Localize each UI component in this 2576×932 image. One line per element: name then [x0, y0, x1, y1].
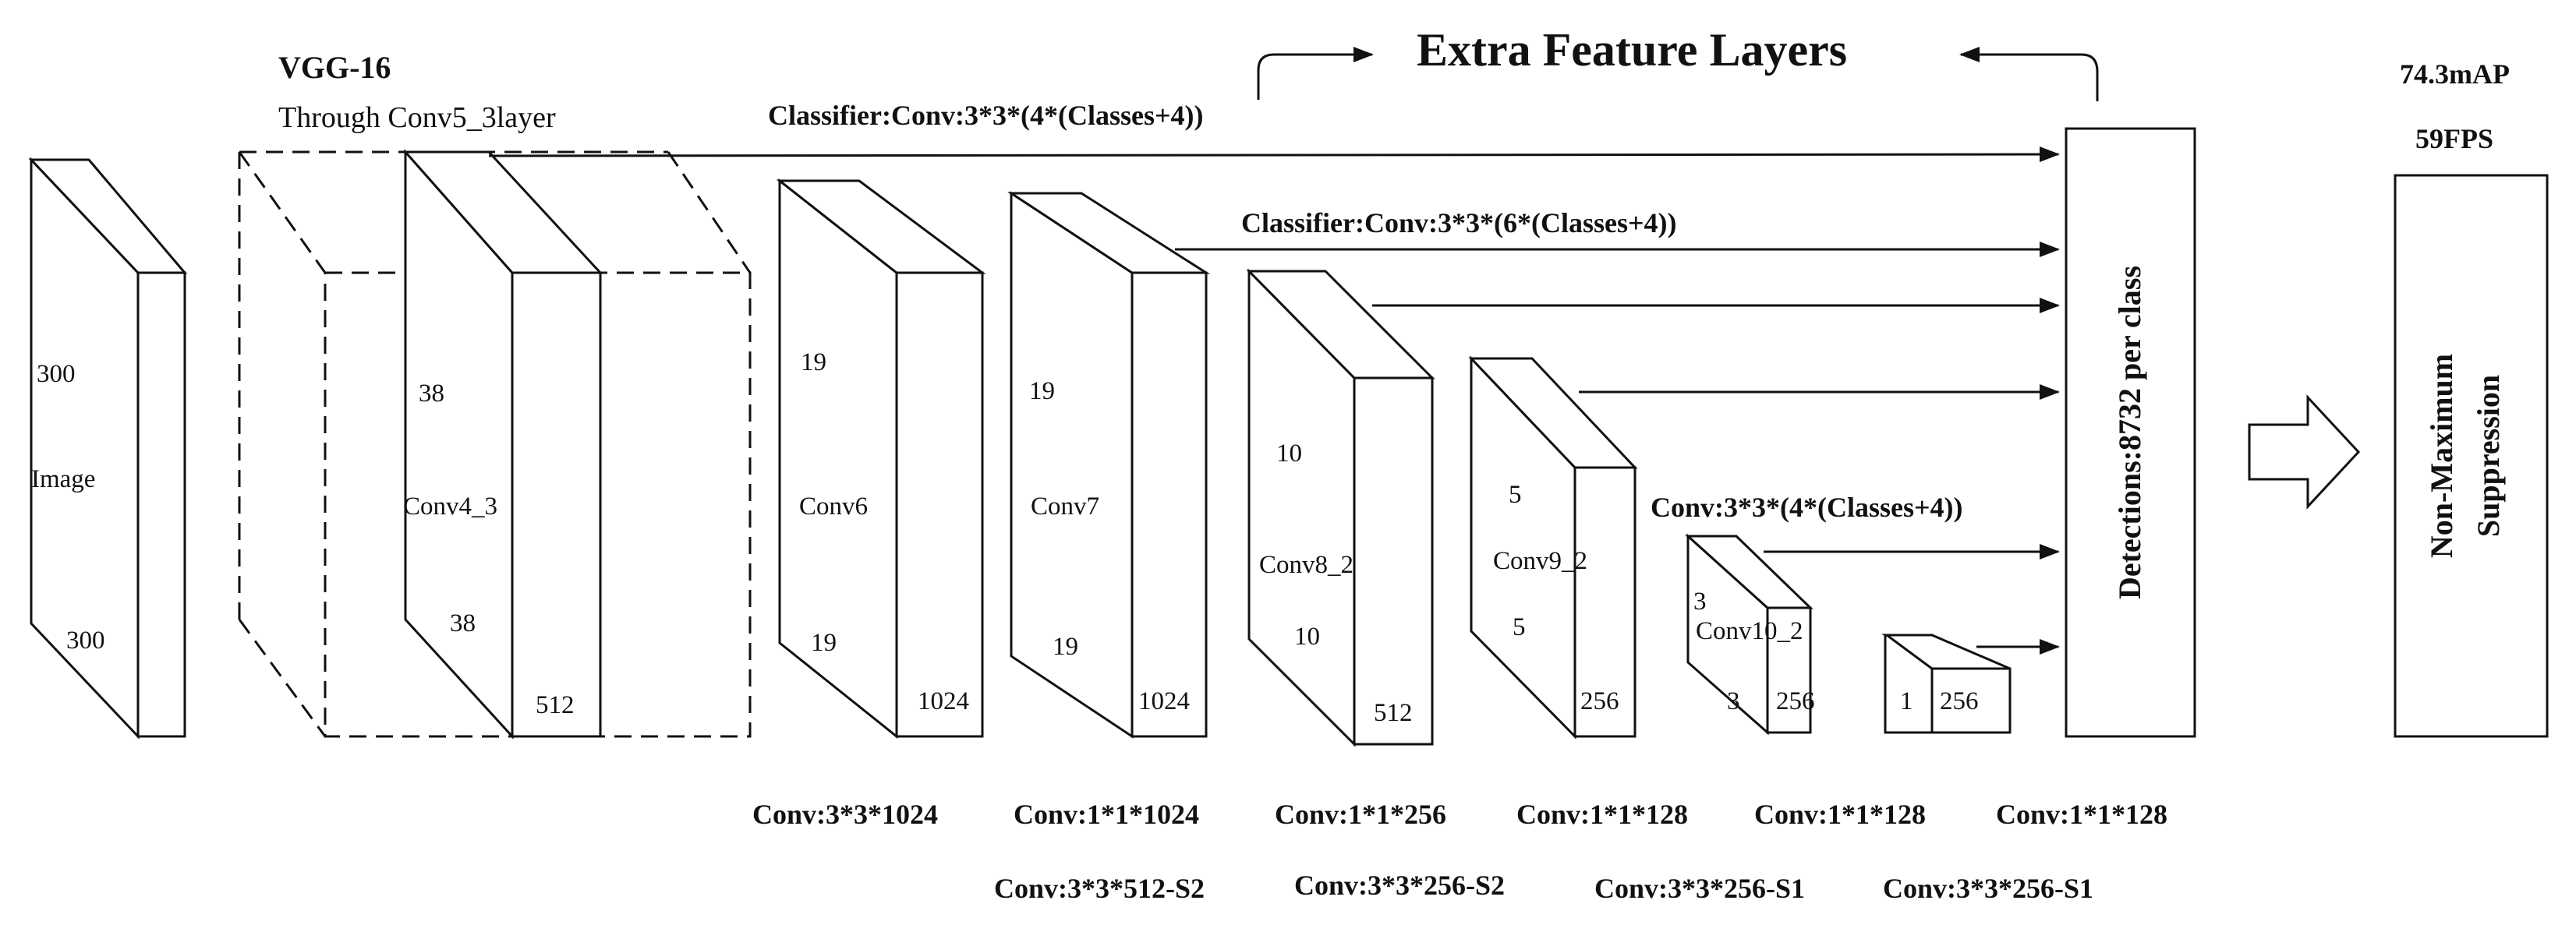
- conv10_2-top: 3: [1693, 588, 1707, 616]
- conv6-block: [776, 178, 986, 740]
- image-block: [28, 157, 188, 740]
- nms-line1: Non-Maximum: [2424, 354, 2459, 558]
- conv4_3-block: [402, 149, 603, 740]
- conv11_2-depth: 256: [1940, 687, 1979, 715]
- conv10_2-block: [1685, 533, 1813, 736]
- conv-row2-0: Conv:3*3*512-S2: [994, 873, 1205, 904]
- conv-row1-1: Conv:1*1*1024: [1014, 799, 1199, 830]
- conv10_2-depth: 256: [1776, 687, 1815, 715]
- conv11_2-block: [1881, 634, 2012, 734]
- conv10_2-label: Conv10_2: [1696, 617, 1803, 645]
- conv7-block: [1007, 191, 1211, 739]
- image-top-size: 300: [37, 360, 76, 388]
- flow-arrow: [2248, 394, 2361, 510]
- map-metric: 74.3mAP: [2400, 58, 2510, 90]
- conv9_2-block: [1468, 355, 1638, 740]
- conv8_2-top: 10: [1276, 440, 1302, 468]
- conv8_2-depth: 512: [1374, 699, 1413, 727]
- title-right-arrow: [1959, 47, 2099, 101]
- nms-line2: Suppression: [2471, 375, 2506, 537]
- conv7-label: Conv7: [1031, 492, 1099, 521]
- vgg-title: VGG-16: [278, 50, 391, 85]
- conv7-bottom: 19: [1053, 633, 1078, 661]
- classifier-label-2: Classifier:Conv:3*3*(6*(Classes+4)): [1241, 207, 1676, 238]
- detections-label: Detections:8732 per class: [2112, 266, 2147, 599]
- conv10_2-bottom: 3: [1727, 687, 1740, 715]
- conv7-depth: 1024: [1138, 687, 1190, 715]
- conv-row2-2: Conv:3*3*256-S1: [1594, 873, 1805, 904]
- conv4_3-bottom: 38: [450, 609, 476, 637]
- conv-row2-3: Conv:3*3*256-S1: [1883, 873, 2093, 904]
- classifier-label-3: Conv:3*3*(4*(Classes+4)): [1651, 492, 1962, 523]
- conv6-label: Conv6: [799, 492, 868, 521]
- vgg-subtitle: Through Conv5_3layer: [278, 101, 556, 134]
- conv4_3-top: 38: [419, 380, 444, 408]
- conv6-depth: 1024: [918, 687, 969, 715]
- conv6-top: 19: [801, 348, 826, 376]
- conv-row2-1: Conv:3*3*256-S2: [1294, 870, 1505, 901]
- image-label: Image: [31, 465, 95, 493]
- conv4_3-label: Conv4_3: [403, 492, 497, 521]
- conv9_2-top: 5: [1509, 481, 1522, 509]
- conv-row1-4: Conv:1*1*128: [1754, 799, 1926, 830]
- image-bottom-size: 300: [66, 627, 105, 655]
- classifier-label-1: Classifier:Conv:3*3*(4*(Classes+4)): [768, 100, 1203, 131]
- conv-row1-5: Conv:1*1*128: [1996, 799, 2167, 830]
- conv9_2-bottom: 5: [1513, 613, 1526, 641]
- conv8_2-label: Conv8_2: [1259, 551, 1353, 579]
- conv6-bottom: 19: [811, 629, 837, 657]
- conv4_3-depth: 512: [536, 691, 575, 719]
- fps-metric: 59FPS: [2415, 123, 2493, 154]
- conv8_2-bottom: 10: [1294, 623, 1320, 651]
- conv-row1-0: Conv:3*3*1024: [752, 799, 938, 830]
- detections-box: [2065, 127, 2196, 738]
- conv9_2-label: Conv9_2: [1493, 547, 1587, 575]
- nms-box: [2394, 174, 2549, 738]
- conv7-top: 19: [1029, 377, 1055, 405]
- conv11_2-bottom: 1: [1900, 687, 1913, 715]
- detection-arrows: [488, 147, 2060, 655]
- conv8_2-block: [1246, 268, 1435, 747]
- conv9_2-depth: 256: [1580, 687, 1619, 715]
- conv-row1-2: Conv:1*1*256: [1275, 799, 1446, 830]
- diagram-title: Extra Feature Layers: [1417, 24, 1847, 76]
- conv-row1-3: Conv:1*1*128: [1516, 799, 1688, 830]
- title-left-arrow: [1257, 47, 1374, 100]
